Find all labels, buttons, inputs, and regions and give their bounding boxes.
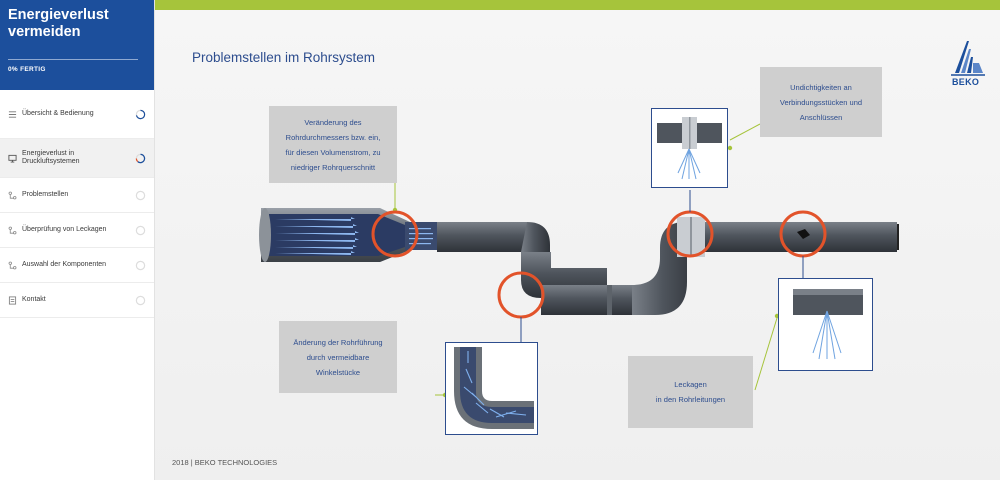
monitor-icon xyxy=(8,154,17,163)
sidebar: Energieverlust vermeiden 0% FERTIG Übers… xyxy=(0,0,155,480)
sidebar-item-label: Energieverlust in Druckluftsystemen xyxy=(22,150,80,165)
beko-logo-icon xyxy=(951,41,985,76)
progress-bar xyxy=(8,59,138,60)
progress-ring-icon xyxy=(135,295,146,305)
callout-diameter-change: Veränderung des Rohrdurchmessers bzw. ei… xyxy=(269,106,397,183)
top-accent-bar xyxy=(155,0,1000,10)
callout-pipe-leaks: Leckagen in den Rohrleitungen xyxy=(628,356,753,428)
footer-copyright: 2018 | BEKO TECHNOLOGIES xyxy=(172,458,278,467)
document-icon xyxy=(8,295,17,305)
sidebar-item-komponenten[interactable]: Auswahl der Komponenten xyxy=(0,248,154,283)
flow-arrows xyxy=(275,217,359,255)
detail-connection-leak xyxy=(651,108,728,188)
callout-text: Veränderung des Rohrdurchmessers bzw. ei… xyxy=(285,117,381,172)
sidebar-item-uebersicht[interactable]: Übersicht & Bedienung xyxy=(0,90,154,139)
callout-text: Änderung der Rohrführung durch vermeidba… xyxy=(293,337,383,377)
course-title-line2: vermeiden xyxy=(8,24,81,40)
callout-text: Undichtigkeiten an Verbindungsstücken un… xyxy=(779,82,863,122)
callout-text: Leckagen in den Rohrleitungen xyxy=(655,380,726,404)
callout-pipe-routing: Änderung der Rohrführung durch vermeidba… xyxy=(279,321,397,393)
pipe-leak-icon xyxy=(793,289,863,360)
progress-ring-icon xyxy=(135,109,146,119)
narrow-flow-arrows xyxy=(409,228,433,245)
progress-ring-icon xyxy=(135,153,146,163)
sidebar-item-label: Kontakt xyxy=(22,296,46,303)
branch-icon xyxy=(8,191,17,199)
callout-connection-leaks: Undichtigkeiten an Verbindungsstücken un… xyxy=(760,67,882,137)
progress-ring-icon xyxy=(135,260,146,270)
elbow-flow-icon xyxy=(454,347,534,429)
detail-pipe-leak xyxy=(778,278,873,371)
list-icon xyxy=(8,110,17,118)
detail-elbow-flow xyxy=(445,342,538,435)
branch-icon xyxy=(8,226,17,234)
sidebar-item-kontakt[interactable]: Kontakt xyxy=(0,283,154,318)
main-content: Problemstellen im Rohrsystem BEKO xyxy=(155,0,1000,480)
sidebar-item-label: Überprüfung von Leckagen xyxy=(22,226,107,233)
branch-icon xyxy=(8,261,17,269)
progress-ring-icon xyxy=(135,225,146,235)
course-title-line1: Energieverlust xyxy=(8,7,109,23)
progress-label: 0% FERTIG xyxy=(8,66,46,73)
logo-text: BEKO xyxy=(952,77,980,87)
sidebar-item-problemstellen[interactable]: Problemstellen xyxy=(0,178,154,213)
pipe-diagram xyxy=(259,123,899,398)
connection-leak-icon xyxy=(657,117,722,180)
sidebar-header: Energieverlust vermeiden 0% FERTIG xyxy=(0,0,154,90)
course-title: Energieverlust vermeiden xyxy=(8,7,146,41)
page-title: Problemstellen im Rohrsystem xyxy=(192,50,376,65)
progress-ring-icon xyxy=(135,190,146,200)
sidebar-item-leckagen[interactable]: Überprüfung von Leckagen xyxy=(0,213,154,248)
sidebar-item-label: Übersicht & Bedienung xyxy=(22,110,94,117)
sidebar-item-label: Auswahl der Komponenten xyxy=(22,261,107,268)
sidebar-item-energieverlust[interactable]: Energieverlust in Druckluftsystemen xyxy=(0,139,154,178)
sidebar-item-label: Problemstellen xyxy=(22,191,69,198)
